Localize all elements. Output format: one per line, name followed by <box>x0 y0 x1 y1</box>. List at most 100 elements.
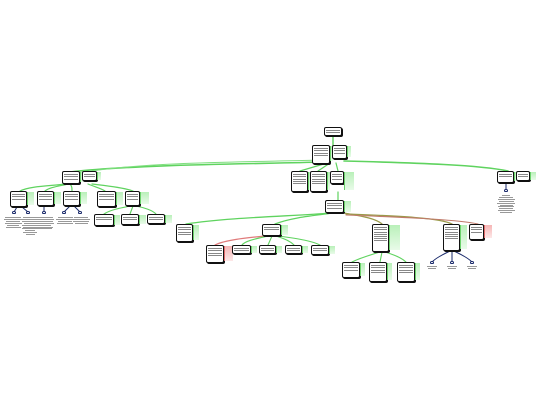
connector-cc-far <box>345 213 453 225</box>
node-rc-3-tab <box>415 263 420 280</box>
node-left-l2-5-tab <box>140 192 149 204</box>
connector-center-down-3 <box>335 162 339 172</box>
leaf-text-fr-3 <box>464 265 480 270</box>
node-level1-b[interactable] <box>332 145 347 159</box>
leaf-text-fr-1 <box>424 265 440 270</box>
node-root[interactable] <box>324 127 342 136</box>
connector-rc-1 <box>351 251 381 263</box>
connector-main-right <box>343 160 509 172</box>
node-mc-4[interactable] <box>311 245 329 255</box>
node-mc-red-tab <box>224 246 233 261</box>
node-level1-a[interactable] <box>312 145 330 164</box>
node-mc-4-tab <box>329 246 335 254</box>
leaf-bullet-icon <box>470 261 474 264</box>
node-cc-right[interactable] <box>372 224 389 252</box>
node-left-l2-2-tab <box>54 192 61 204</box>
node-cc-left[interactable] <box>176 224 193 242</box>
node-right-main-b[interactable] <box>516 171 530 181</box>
leaf-bullet-icon <box>12 211 16 214</box>
connector-left-e <box>91 183 134 192</box>
connector-fr-3 <box>453 250 473 263</box>
node-left-l3-1[interactable] <box>94 214 114 226</box>
connector-left-b <box>44 183 69 192</box>
leaf-bullet-icon <box>430 261 434 264</box>
connector-center-down-2 <box>317 162 331 172</box>
node-rc-2[interactable] <box>369 262 387 282</box>
connector-left-d <box>87 183 106 192</box>
node-right-main-a[interactable] <box>497 171 514 183</box>
connector-center-down <box>299 162 328 172</box>
leaf-bullet-icon <box>62 211 66 214</box>
connector-cc-mid <box>274 212 334 225</box>
node-rc-1-tab <box>360 263 365 276</box>
connector-left-c <box>69 183 73 192</box>
node-left-l3-3[interactable] <box>147 214 165 224</box>
connector-rc-2 <box>379 251 383 263</box>
connector-lc-3 <box>135 205 157 215</box>
node-left-l3-2-tab <box>139 215 146 224</box>
connector-lc-2 <box>129 205 134 215</box>
node-mc-red[interactable] <box>206 245 224 263</box>
node-cc-far2[interactable] <box>469 224 484 240</box>
node-center-l2-1[interactable] <box>291 171 308 192</box>
connector-mc-3 <box>275 235 295 246</box>
leaf-text-3 <box>35 216 55 230</box>
node-left-l2-3[interactable] <box>63 191 80 206</box>
node-cc-mid-tab <box>281 225 288 235</box>
node-cc-far2-tab <box>484 225 492 238</box>
leaf-text-2 <box>20 216 40 236</box>
node-left-l2-1[interactable] <box>10 191 27 207</box>
leaf-text-right <box>496 194 516 214</box>
node-center-l2-2-tab <box>327 172 330 190</box>
node-right-main-a-tab <box>514 172 517 181</box>
leaf-bullet-icon <box>504 189 508 192</box>
node-center-l2-3-tab <box>344 172 354 190</box>
node-right-main-b-tab <box>530 172 536 180</box>
node-center-hub[interactable] <box>325 200 344 213</box>
connector-mc-4 <box>278 235 321 246</box>
node-left-l2-4-tab <box>116 192 123 205</box>
node-left-l2-1-tab <box>27 192 34 205</box>
node-level1-a-tab <box>330 146 333 161</box>
node-center-l2-3[interactable] <box>330 171 344 184</box>
node-cc-far-tab <box>460 225 467 249</box>
leaf-bullet-icon <box>42 211 46 214</box>
node-rc-3[interactable] <box>397 262 415 282</box>
leaf-bullet-icon <box>78 211 82 214</box>
node-mc-2-tab <box>276 246 282 253</box>
connector-main-left <box>69 161 323 173</box>
node-left-main-b-tab <box>97 172 101 180</box>
leaf-text-4 <box>55 216 75 225</box>
node-mc-2[interactable] <box>259 245 276 254</box>
node-mc-3[interactable] <box>285 245 302 254</box>
node-center-l2-2[interactable] <box>310 171 327 192</box>
connector-rc-3 <box>384 251 407 263</box>
node-level1-b-tab <box>347 146 351 157</box>
connector-main-left-inner <box>91 159 323 172</box>
leaf-text-5 <box>71 216 91 225</box>
leaf-text-1 <box>3 216 23 228</box>
node-cc-right-tab <box>389 225 400 250</box>
connector-fr-1 <box>431 250 451 263</box>
node-left-l2-2[interactable] <box>37 191 54 206</box>
node-left-l2-5[interactable] <box>125 191 140 206</box>
connector-mc-red <box>214 235 266 246</box>
connector-lc-1 <box>103 205 131 215</box>
node-left-l2-3-tab <box>80 192 87 204</box>
node-cc-mid[interactable] <box>262 224 281 236</box>
leaf-bullet-icon <box>450 261 454 264</box>
connector-cc-far2 <box>345 214 479 225</box>
node-cc-far[interactable] <box>443 224 460 251</box>
node-center-hub-tab <box>344 201 351 212</box>
node-mc-1[interactable] <box>232 245 251 254</box>
node-rc-2-tab <box>387 263 392 280</box>
node-rc-1[interactable] <box>342 262 360 278</box>
node-left-l3-2[interactable] <box>121 214 139 225</box>
node-mc-3-tab <box>302 246 308 253</box>
node-left-l2-4[interactable] <box>97 191 116 207</box>
node-center-l2-1-tab <box>308 172 311 190</box>
node-left-main-a[interactable] <box>62 171 80 184</box>
node-mc-1-tab <box>251 246 257 253</box>
node-left-main-b[interactable] <box>82 171 97 181</box>
